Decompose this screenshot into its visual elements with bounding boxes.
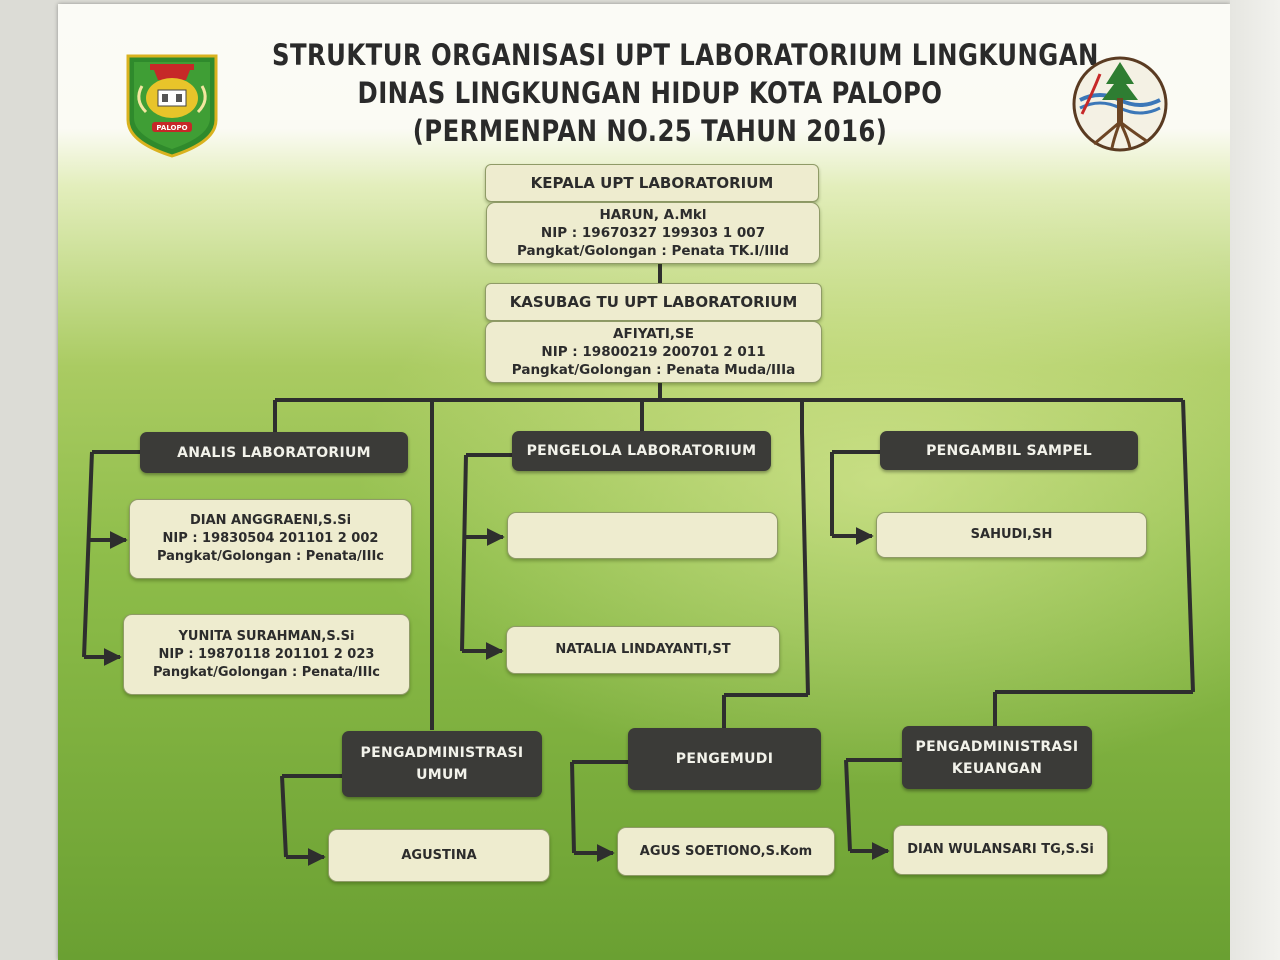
pengelola-member-2-box: NATALIA LINDAYANTI,ST xyxy=(506,626,780,674)
pengemudi-member-1-name: AGUS SOETIONO,S.Kom xyxy=(639,843,813,859)
kasubag-name: AFIYATI,SE xyxy=(613,326,694,342)
pengelola-title: PENGELOLA LABORATORIUM xyxy=(526,443,757,459)
org-chart-board xyxy=(58,4,1230,960)
pengelola-title-box: PENGELOLA LABORATORIUM xyxy=(512,431,771,471)
kepala-name: HARUN, A.Mkl xyxy=(599,207,707,223)
pengadministrasi-keuangan-title-line-2: KEUANGAN xyxy=(951,760,1043,777)
analis-member-1-name: DIAN ANGGRAENI,S.Si xyxy=(189,513,352,528)
analis-member-1-box: DIAN ANGGRAENI,S.Si NIP : 19830504 20110… xyxy=(129,499,412,579)
pengadministrasi-keuangan-member-1-name: DIAN WULANSARI TG,S.Si xyxy=(907,842,1094,857)
pengadministrasi-keuangan-title-box: PENGADMINISTRASI KEUANGAN xyxy=(902,726,1092,789)
pengadministrasi-keuangan-member-1-box: DIAN WULANSARI TG,S.Si xyxy=(893,825,1108,875)
pengelola-member-1-box xyxy=(507,512,778,559)
kota-palopo-emblem-icon: PALOPO xyxy=(126,54,218,158)
analis-member-1-pangkat: Pangkat/Golongan : Penata/IIIc xyxy=(156,549,385,564)
analis-member-2-nip: NIP : 19870118 201101 2 023 xyxy=(158,646,375,662)
chart-title-line-1: STRUKTUR ORGANISASI UPT LABORATORIUM LIN… xyxy=(272,38,1099,72)
pengemudi-title: PENGEMUDI xyxy=(675,751,774,767)
chart-title-line-3: (PERMENPAN NO.25 TAHUN 2016) xyxy=(412,114,888,148)
wall-background xyxy=(1230,0,1280,960)
kasubag-nip: NIP : 19800219 200701 2 011 xyxy=(541,344,766,360)
analis-member-2-name: YUNITA SURAHMAN,S.Si xyxy=(178,628,355,644)
kasubag-pangkat: Pangkat/Golongan : Penata Muda/IIIa xyxy=(511,362,796,378)
pengambil-title-box: PENGAMBIL SAMPEL xyxy=(880,431,1138,470)
analis-member-2-pangkat: Pangkat/Golongan : Penata/IIIc xyxy=(152,664,381,680)
pengemudi-member-1-box: AGUS SOETIONO,S.Kom xyxy=(617,827,835,876)
lingkungan-hidup-emblem-icon xyxy=(1072,56,1168,152)
analis-title-box: ANALIS LABORATORIUM xyxy=(140,432,408,473)
pengadministrasi-umum-member-1-box: AGUSTINA xyxy=(328,829,550,882)
pengambil-member-1-name: SAHUDI,SH xyxy=(970,527,1053,542)
kepala-nip: NIP : 19670327 199303 1 007 xyxy=(540,225,766,241)
kepala-person-box: HARUN, A.Mkl NIP : 19670327 199303 1 007… xyxy=(486,202,820,264)
pengadministrasi-umum-member-1-name: AGUSTINA xyxy=(401,847,477,863)
pengelola-member-2-name: NATALIA LINDAYANTI,ST xyxy=(555,642,731,657)
pengemudi-title-box: PENGEMUDI xyxy=(628,728,821,790)
pengambil-title: PENGAMBIL SAMPEL xyxy=(926,442,1092,459)
kasubag-title-box: KASUBAG TU UPT LABORATORIUM xyxy=(485,283,822,321)
emblem-text: PALOPO xyxy=(156,124,187,132)
pengadministrasi-umum-title-line-2: UMUM xyxy=(416,767,468,783)
pengadministrasi-umum-title-box: PENGADMINISTRASI UMUM xyxy=(342,731,542,797)
analis-title: ANALIS LABORATORIUM xyxy=(177,444,371,461)
analis-member-1-nip: NIP : 19830504 201101 2 002 xyxy=(162,531,379,546)
pengambil-member-1-box: SAHUDI,SH xyxy=(876,512,1147,558)
analis-member-2-box: YUNITA SURAHMAN,S.Si NIP : 19870118 2011… xyxy=(123,614,410,695)
kasubag-person-box: AFIYATI,SE NIP : 19800219 200701 2 011 P… xyxy=(485,321,822,383)
pengadministrasi-keuangan-title-line-1: PENGADMINISTRASI xyxy=(915,738,1079,755)
kepala-title: KEPALA UPT LABORATORIUM xyxy=(530,174,774,192)
kepala-pangkat: Pangkat/Golongan : Penata TK.I/IIId xyxy=(517,243,789,259)
kepala-title-box: KEPALA UPT LABORATORIUM xyxy=(485,164,819,202)
pengadministrasi-umum-title-line-1: PENGADMINISTRASI xyxy=(360,745,524,761)
chart-title-line-2: DINAS LINGKUNGAN HIDUP KOTA PALOPO xyxy=(357,76,943,110)
kasubag-title: KASUBAG TU UPT LABORATORIUM xyxy=(509,293,798,311)
